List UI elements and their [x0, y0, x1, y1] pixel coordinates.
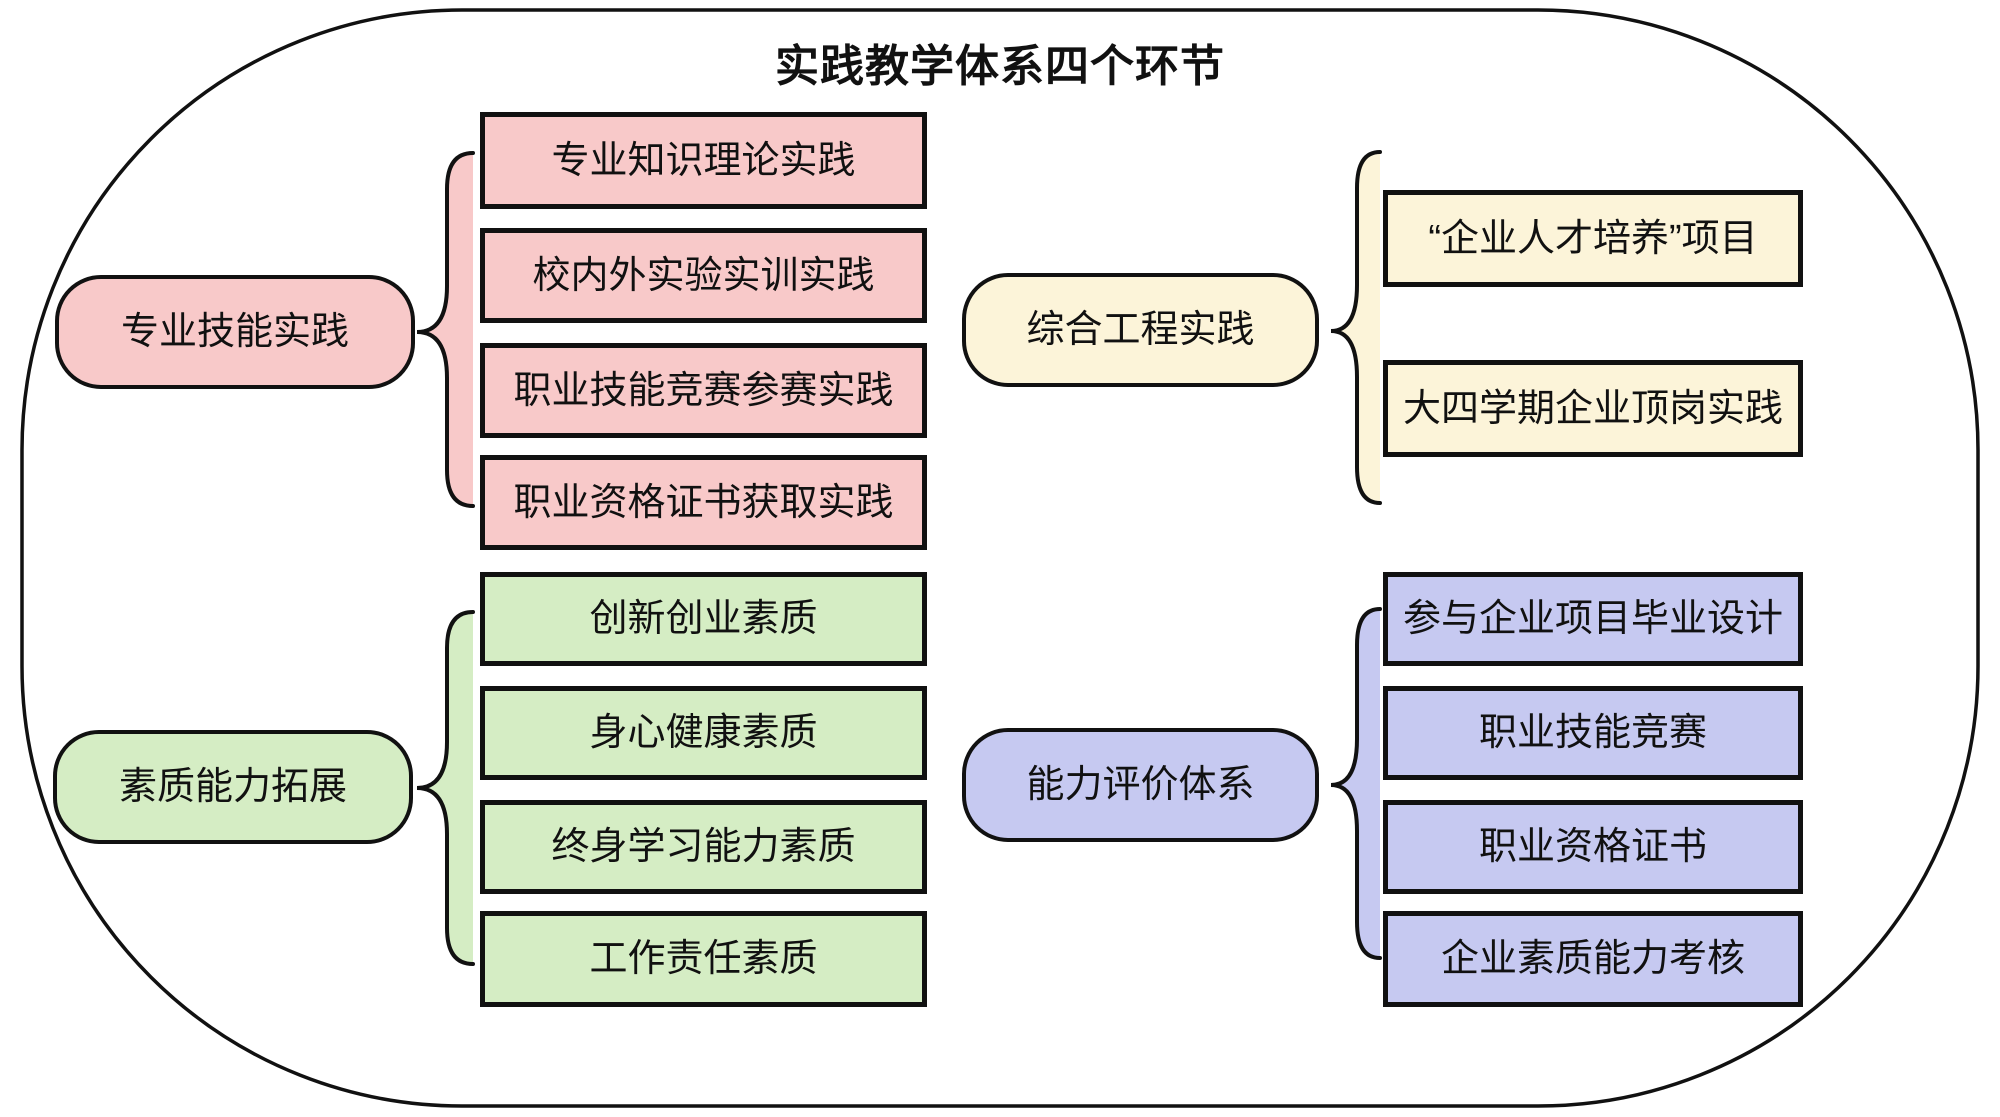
brace-fill-skills — [417, 153, 473, 506]
group-node-quality: 素质能力拓展 — [53, 730, 413, 844]
brace-fill-evaluation — [1331, 609, 1380, 958]
child-box-engineering-1: “企业人才培养”项目 — [1383, 190, 1803, 287]
child-box-skills-2: 校内外实验实训实践 — [480, 228, 927, 323]
child-box-evaluation-1: 参与企业项目毕业设计 — [1383, 572, 1803, 666]
child-box-evaluation-2: 职业技能竞赛 — [1383, 686, 1803, 780]
group-node-engineering: 综合工程实践 — [962, 273, 1319, 387]
child-box-quality-4: 工作责任素质 — [480, 911, 927, 1007]
brace-skills — [416, 151, 475, 508]
group-node-skills: 专业技能实践 — [55, 275, 415, 389]
brace-engineering — [1330, 150, 1382, 505]
brace-fill-engineering — [1331, 152, 1380, 503]
child-box-skills-3: 职业技能竞赛参赛实践 — [480, 343, 927, 438]
brace-quality — [416, 610, 475, 966]
child-box-quality-3: 终身学习能力素质 — [480, 800, 927, 894]
brace-evaluation — [1330, 607, 1382, 960]
child-box-quality-2: 身心健康素质 — [480, 686, 927, 780]
brace-fill-quality — [417, 612, 473, 964]
child-box-engineering-2: 大四学期企业顶岗实践 — [1383, 360, 1803, 457]
child-box-evaluation-4: 企业素质能力考核 — [1383, 911, 1803, 1007]
child-box-quality-1: 创新创业素质 — [480, 572, 927, 666]
child-box-skills-4: 职业资格证书获取实践 — [480, 455, 927, 550]
diagram-title: 实践教学体系四个环节 — [775, 42, 1225, 91]
child-box-skills-1: 专业知识理论实践 — [480, 112, 927, 209]
group-node-evaluation: 能力评价体系 — [962, 728, 1319, 842]
child-box-evaluation-3: 职业资格证书 — [1383, 800, 1803, 894]
